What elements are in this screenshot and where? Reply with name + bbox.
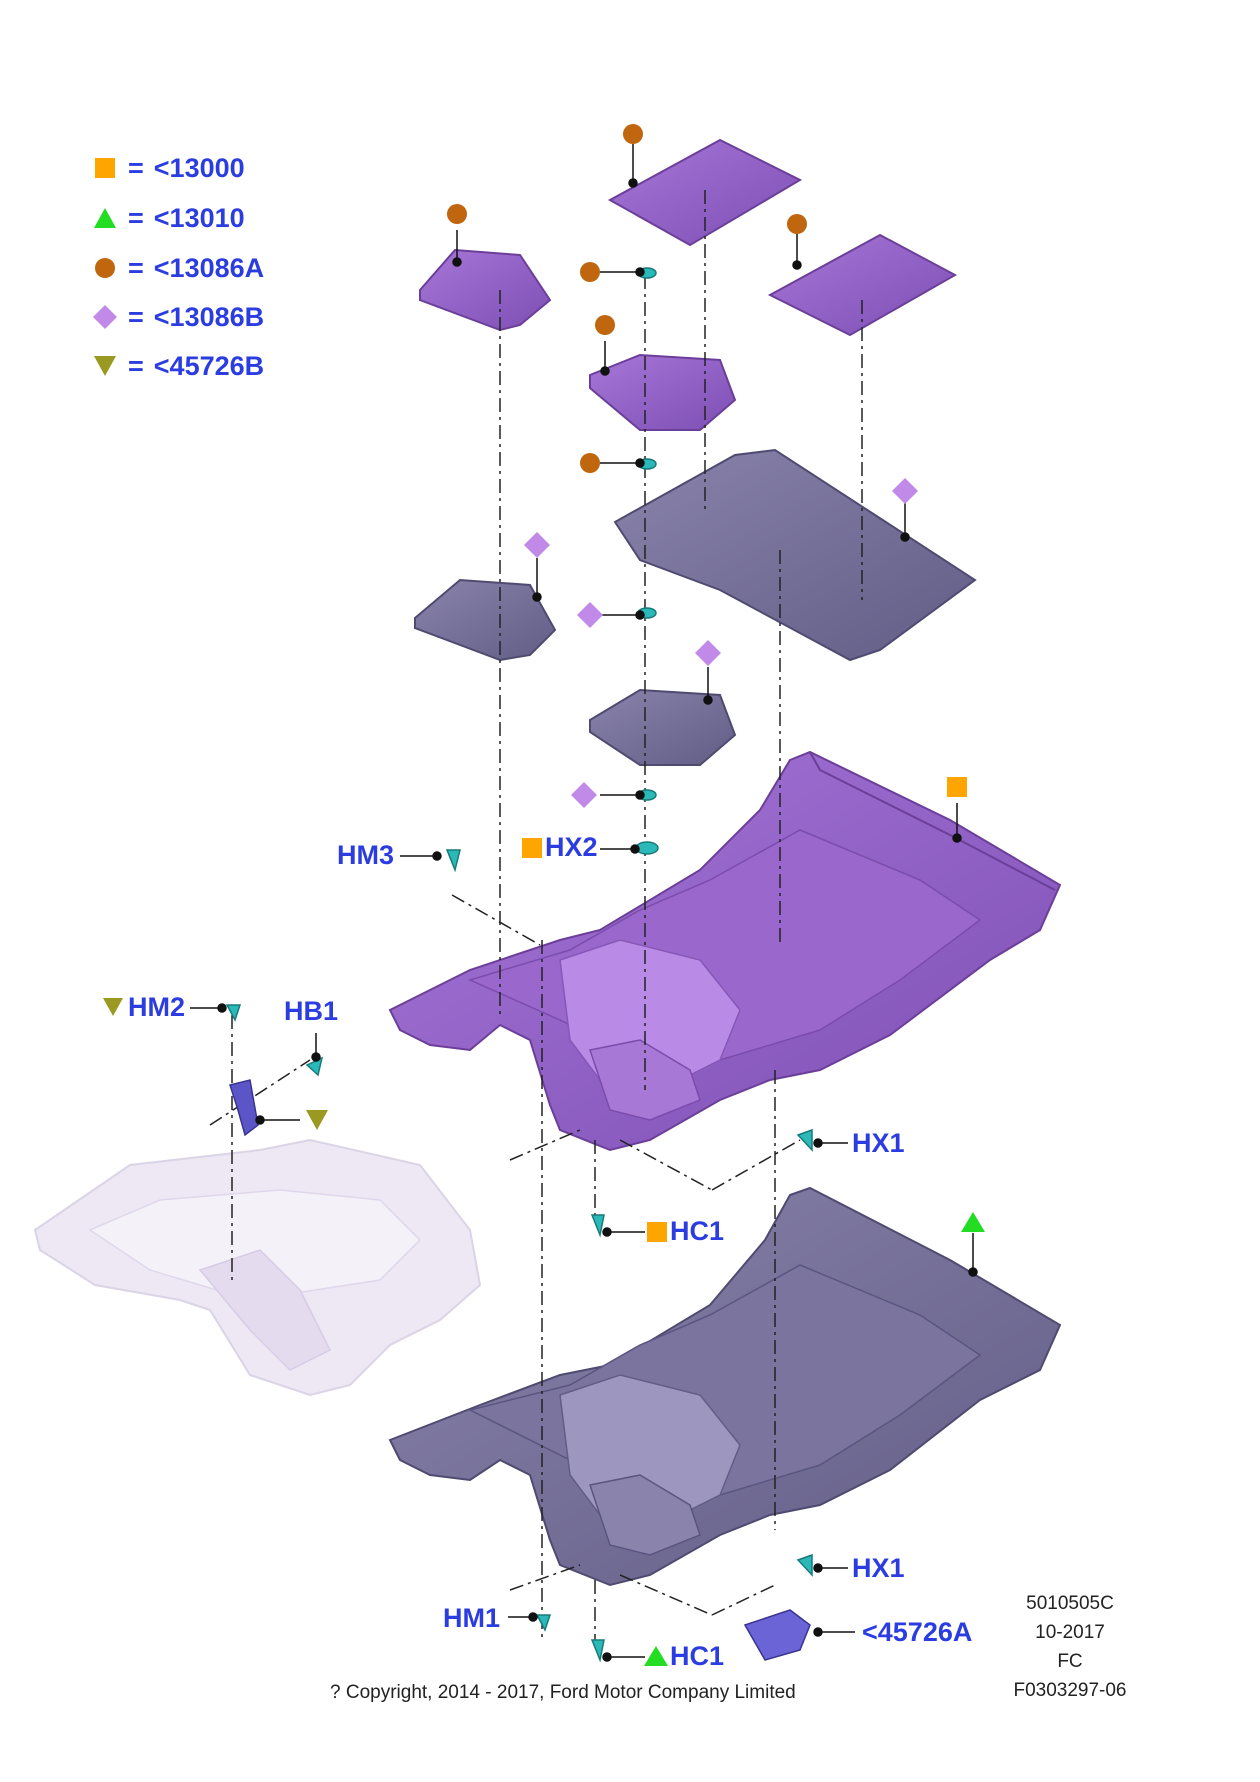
brown-circle-icon	[447, 204, 467, 224]
green-triangle-icon	[961, 1212, 985, 1232]
callout-hb1: HB1	[284, 996, 339, 1026]
violet-diamond-icon	[695, 640, 721, 666]
legend-item-45726b: = <45726B	[92, 348, 264, 384]
legend-label: <13000	[153, 152, 245, 183]
leader-lines	[190, 144, 978, 1662]
violet-diamond-icon	[93, 305, 117, 329]
front-floor-covering	[388, 750, 1062, 1152]
drawing-figure-number: F0303297-06	[1013, 1680, 1127, 1701]
legend-equals: =	[128, 202, 144, 233]
rear-floor-covering	[388, 1186, 1062, 1587]
legend-equals: =	[128, 152, 144, 183]
copyright-notice: ? Copyright, 2014 - 2017, Ford Motor Com…	[330, 1682, 796, 1703]
hb1-bracket	[229, 1079, 259, 1137]
drawing-code: 5010505C	[1026, 1593, 1114, 1614]
brown-circle-icon	[787, 214, 807, 234]
legend-label: <13086B	[153, 301, 265, 332]
callout-hc1-upper: HC1	[670, 1216, 725, 1246]
legend-item-13086b: = <13086B	[92, 299, 264, 335]
olive-triangle-down-icon	[103, 998, 123, 1016]
legend-equals: =	[128, 350, 144, 381]
legend-label: <13086A	[153, 252, 265, 283]
diagram-symbols	[103, 124, 985, 1666]
olive-triangle-down-icon	[94, 356, 116, 376]
callout-hx1-lower: HX1	[852, 1553, 905, 1583]
violet-diamond-icon	[571, 782, 597, 808]
brown-circle-icon	[95, 258, 115, 278]
violet-diamond-icon	[892, 478, 918, 504]
legend-equals: =	[128, 301, 144, 332]
legend-label: <45726B	[153, 350, 265, 381]
floor-mat-front-right	[767, 233, 958, 337]
orange-square-icon	[647, 1222, 667, 1242]
floor-mat-front-left	[419, 248, 552, 332]
drawing-region: FC	[1057, 1651, 1083, 1672]
violet-diamond-icon	[577, 602, 603, 628]
part-45726a-bracket	[743, 1609, 811, 1661]
brown-circle-icon	[580, 453, 600, 473]
callout-hm3: HM3	[337, 840, 395, 870]
callout-45726a: <45726A	[862, 1617, 973, 1647]
legend-item-13000: = <13000	[92, 150, 245, 186]
orange-square-icon	[522, 838, 542, 858]
legend-equals: =	[128, 252, 144, 283]
brown-circle-icon	[595, 315, 615, 335]
floor-mat-rear-left	[414, 578, 557, 662]
callout-hm2: HM2	[128, 992, 186, 1022]
green-triangle-icon	[94, 208, 116, 228]
legend-item-13086a: = <13086A	[92, 250, 264, 286]
brown-circle-icon	[580, 262, 600, 282]
olive-triangle-down-icon	[306, 1110, 328, 1130]
explode-lines	[209, 190, 863, 1640]
callout-hc1-lower: HC1	[670, 1641, 725, 1671]
orange-square-icon	[947, 777, 967, 797]
orange-square-icon	[95, 158, 115, 178]
brown-circle-icon	[623, 124, 643, 144]
floor-mat-center	[589, 353, 737, 431]
legend-item-13010: = <13010	[92, 200, 245, 236]
callout-hx2: HX2	[545, 832, 598, 862]
green-triangle-icon	[644, 1646, 668, 1666]
drawing-date: 10-2017	[1035, 1622, 1105, 1643]
legend-label: <13010	[153, 202, 245, 233]
callout-hm1: HM1	[443, 1603, 501, 1633]
floor-mat-center-lower	[589, 688, 737, 766]
rear-load-mat	[613, 448, 977, 662]
callout-hx1-upper: HX1	[852, 1128, 905, 1158]
violet-diamond-icon	[524, 532, 550, 558]
ghost-floor-pan	[33, 1138, 482, 1397]
